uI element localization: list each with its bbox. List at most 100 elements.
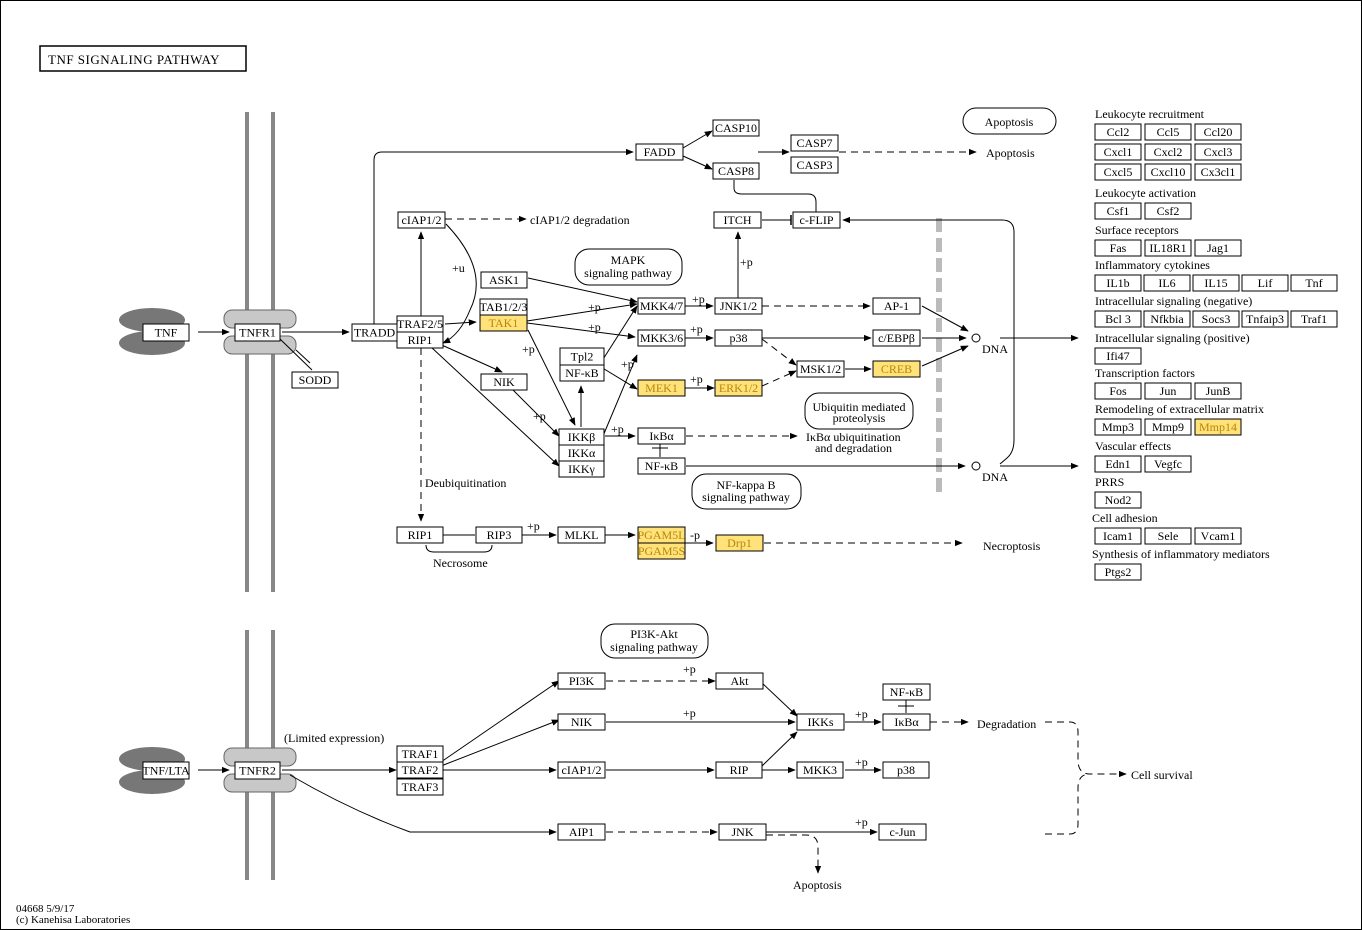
node-ikkg[interactable]: IKKγ — [558, 460, 605, 478]
node-tab123[interactable]: TAB1/2/3 — [479, 298, 528, 316]
gene-socs3[interactable]: Socs3 — [1192, 310, 1240, 328]
gene-tnf[interactable]: Tnf — [1290, 274, 1338, 292]
gene-cx3cl1[interactable]: Cx3cl1 — [1194, 163, 1242, 181]
node-nfkb2[interactable]: NF-κB — [882, 683, 931, 701]
node-tnfr1[interactable]: TNFR1 — [234, 323, 281, 342]
node-mlkl[interactable]: MLKL — [557, 526, 606, 544]
node-rip3[interactable]: RIP3 — [475, 526, 523, 544]
gene-il1b[interactable]: IL1b — [1094, 274, 1142, 292]
node-nik2[interactable]: NIK — [557, 713, 606, 731]
node-rip1[interactable]: RIP1 — [396, 331, 444, 349]
gene-icam1[interactable]: Icam1 — [1094, 527, 1142, 545]
gene-lif[interactable]: Lif — [1241, 274, 1289, 292]
node-cjun[interactable]: c-Jun — [878, 823, 927, 841]
gene-vcam1[interactable]: Vcam1 — [1194, 527, 1242, 545]
node-casp3[interactable]: CASP3 — [790, 156, 839, 174]
node-cflip[interactable]: c-FLIP — [792, 211, 841, 229]
gene-edn1[interactable]: Edn1 — [1094, 455, 1142, 473]
gene-bcl-3[interactable]: Bcl 3 — [1094, 310, 1142, 328]
node-nfkb-tpl[interactable]: NF-κB — [559, 364, 605, 382]
node-ikka[interactable]: IKKα — [558, 444, 605, 462]
gene-junb[interactable]: JunB — [1194, 382, 1242, 400]
nfkb-pathway-pill[interactable]: NF-kappa B signaling pathway — [691, 473, 802, 510]
gene-ccl2[interactable]: Ccl2 — [1094, 123, 1142, 141]
node-pgam5l[interactable]: PGAM5L — [637, 526, 686, 544]
node-traf1[interactable]: TRAF1 — [396, 745, 444, 763]
gene-cxcl2[interactable]: Cxcl2 — [1144, 143, 1192, 161]
gene-il15[interactable]: IL15 — [1192, 274, 1240, 292]
gene-il6[interactable]: IL6 — [1143, 274, 1191, 292]
node-casp10[interactable]: CASP10 — [712, 119, 760, 137]
node-msk12[interactable]: MSK1/2 — [796, 360, 845, 378]
node-ikkb[interactable]: IKKβ — [558, 428, 605, 446]
node-p38[interactable]: p38 — [714, 329, 763, 347]
node-traf25[interactable]: TRAF2/5 — [396, 315, 444, 333]
node-tnflta[interactable]: TNF/LTA — [142, 761, 190, 780]
gene-cxcl3[interactable]: Cxcl3 — [1194, 143, 1242, 161]
node-tak1[interactable]: TAK1 — [479, 314, 528, 332]
node-nfkb[interactable]: NF-κB — [637, 457, 686, 475]
node-tnf[interactable]: TNF — [142, 323, 190, 342]
node-nik[interactable]: NIK — [480, 373, 528, 391]
node-akt[interactable]: Akt — [715, 672, 764, 690]
gene-sele[interactable]: Sele — [1144, 527, 1192, 545]
node-casp8[interactable]: CASP8 — [712, 162, 760, 180]
node-traf2[interactable]: TRAF2 — [396, 761, 444, 779]
gene-traf1[interactable]: Traf1 — [1290, 310, 1338, 328]
node-creb[interactable]: CREB — [872, 360, 921, 378]
gene-tnfaip3[interactable]: Tnfaip3 — [1241, 310, 1289, 328]
node-ikba[interactable]: IκBα — [637, 427, 686, 445]
gene-cxcl10[interactable]: Cxcl10 — [1144, 163, 1192, 181]
node-drp1[interactable]: Drp1 — [715, 534, 764, 552]
gene-cxcl5[interactable]: Cxcl5 — [1094, 163, 1142, 181]
gene-csf2[interactable]: Csf2 — [1144, 202, 1192, 220]
gene-vegfc[interactable]: Vegfc — [1144, 455, 1192, 473]
gene-ccl20[interactable]: Ccl20 — [1194, 123, 1242, 141]
node-mkk47[interactable]: MKK4/7 — [637, 297, 686, 315]
gene-jag1[interactable]: Jag1 — [1194, 239, 1242, 257]
node-casp7[interactable]: CASP7 — [790, 134, 839, 152]
node-ask1[interactable]: ASK1 — [480, 271, 528, 289]
gene-mmp9[interactable]: Mmp9 — [1144, 418, 1192, 436]
node-erk12[interactable]: ERK1/2 — [714, 379, 763, 397]
node-ciap12b[interactable]: cIAP1/2 — [557, 761, 606, 779]
node-jnk12[interactable]: JNK1/2 — [714, 297, 763, 315]
gene-fos[interactable]: Fos — [1094, 382, 1142, 400]
gene-mmp14[interactable]: Mmp14 — [1194, 418, 1242, 436]
apoptosis-pill[interactable]: Apoptosis — [962, 107, 1057, 135]
gene-ptgs2[interactable]: Ptgs2 — [1094, 563, 1142, 581]
node-mkk36[interactable]: MKK3/6 — [637, 329, 686, 347]
gene-ccl5[interactable]: Ccl5 — [1144, 123, 1192, 141]
gene-mmp3[interactable]: Mmp3 — [1094, 418, 1142, 436]
node-sodd[interactable]: SODD — [291, 371, 339, 389]
node-pgam5s[interactable]: PGAM5S — [637, 542, 686, 560]
node-rip[interactable]: RIP — [715, 761, 763, 779]
node-mek1[interactable]: MEK1 — [637, 379, 686, 397]
gene-il18r1[interactable]: IL18R1 — [1144, 239, 1192, 257]
node-jnk[interactable]: JNK — [718, 823, 767, 841]
node-cebpb[interactable]: c/EBPβ — [872, 329, 921, 347]
gene-ifi47[interactable]: Ifi47 — [1094, 347, 1142, 365]
node-tnfr2[interactable]: TNFR2 — [234, 761, 281, 780]
node-p38b[interactable]: p38 — [882, 761, 930, 779]
node-pi3k[interactable]: PI3K — [557, 672, 606, 690]
node-ikba2[interactable]: IκBα — [882, 713, 931, 731]
pi3k-pathway-pill[interactable]: PI3K-Akt signaling pathway — [600, 623, 709, 659]
gene-nod2[interactable]: Nod2 — [1094, 491, 1142, 509]
gene-nfkbia[interactable]: Nfkbia — [1143, 310, 1191, 328]
node-rip1b[interactable]: RIP1 — [396, 526, 444, 544]
node-ap1[interactable]: AP-1 — [872, 297, 921, 315]
node-mkk3[interactable]: MKK3 — [796, 761, 844, 779]
gene-fas[interactable]: Fas — [1094, 239, 1142, 257]
gene-jun[interactable]: Jun — [1144, 382, 1192, 400]
gene-cxcl1[interactable]: Cxcl1 — [1094, 143, 1142, 161]
node-tpl2[interactable]: Tpl2 — [559, 347, 605, 366]
node-traf3[interactable]: TRAF3 — [396, 778, 444, 796]
node-iks[interactable]: IKKs — [796, 713, 845, 731]
node-aip1[interactable]: AIP1 — [557, 823, 606, 841]
gene-csf1[interactable]: Csf1 — [1094, 202, 1142, 220]
mapk-pathway-pill[interactable]: MAPK signaling pathway — [574, 248, 683, 286]
node-itch[interactable]: ITCH — [713, 211, 762, 229]
node-tradd[interactable]: TRADD — [351, 323, 398, 342]
node-ciap12[interactable]: cIAP1/2 — [397, 211, 446, 229]
